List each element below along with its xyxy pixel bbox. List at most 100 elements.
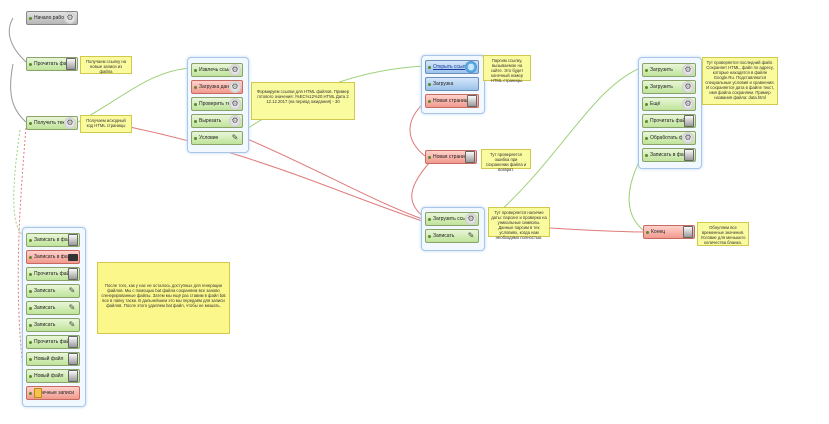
error-node[interactable]: Новая страница (425, 150, 477, 164)
node-label: Записать (433, 233, 455, 239)
mid-node[interactable]: Проверить текст на дату⚙ (191, 97, 243, 111)
far-right-node[interactable]: Загрузить⚙ (642, 80, 696, 94)
film-icon (68, 253, 78, 261)
left-node[interactable]: Новый файл (26, 352, 80, 366)
port-dot (194, 69, 197, 72)
node-label: Загрузить (650, 67, 673, 73)
left-node[interactable]: Конечные записи (26, 386, 80, 400)
port-dot (645, 103, 648, 106)
note-left: После того, как у нас не осталось доступ… (97, 262, 230, 334)
right-node[interactable]: Открыть ссылку в браузере◍ (425, 60, 479, 74)
left-node[interactable]: Прочитать файл (26, 267, 80, 281)
left-node[interactable]: Новый файл (26, 369, 80, 383)
note-icon (34, 388, 42, 398)
pen-icon: ✎ (68, 303, 76, 312)
pen-icon: ✎ (68, 286, 76, 295)
left-node[interactable]: Прочитать файл (26, 335, 80, 349)
note-final: Обнуляем все временные значения. Условие… (697, 222, 749, 246)
port-dot (645, 154, 648, 157)
node-label: Загрузить ссылку (433, 216, 465, 222)
note-file-read: Получаем ссылку на новые записи из файла (80, 56, 132, 74)
note-mid: Формируем ссылки для HTML файлов. Пример… (251, 82, 355, 120)
port-dot (428, 235, 431, 238)
node-label: Новая страница (433, 98, 467, 104)
mid-node[interactable]: Извлечь ссылки⚙ (191, 63, 243, 77)
disk-icon (68, 268, 78, 280)
node-label: Записать (34, 288, 56, 294)
disk-icon (465, 151, 475, 163)
pen-icon: ✎ (68, 320, 76, 329)
gear-icon: ⚙ (682, 64, 694, 76)
far-right-node[interactable]: Загрузить ⚙ (642, 63, 696, 77)
left-node[interactable]: Записать в файл (26, 250, 80, 264)
port-dot (194, 103, 197, 106)
far-right-node[interactable]: Прочитать файл (642, 114, 696, 128)
far-right-node[interactable]: Ещё⚙ (642, 97, 696, 111)
link-page-red (17, 127, 27, 391)
node-label: Прочитать файл (34, 271, 68, 277)
link-bottom-to-farright (487, 67, 641, 223)
left-node[interactable]: Записать✎ (26, 318, 80, 332)
left-node[interactable]: Записать ✎ (26, 284, 80, 298)
port-dot (428, 83, 431, 86)
port-dot (645, 86, 648, 89)
port-dot (29, 63, 32, 66)
right-node[interactable]: Загрузка (425, 77, 479, 91)
port-dot (428, 156, 431, 159)
node-label: Загрузить (650, 84, 673, 90)
port-dot (645, 137, 648, 140)
disk-icon (467, 95, 477, 107)
error-label: Новая страница (433, 154, 465, 160)
bottom-mid-node[interactable]: Записать✎ (425, 229, 479, 243)
link-error-to-bottom (411, 161, 431, 219)
get-page-node[interactable]: Получить текст страницы ⚙ (26, 116, 78, 130)
port-dot (194, 86, 197, 89)
port-dot (646, 231, 649, 234)
node-label: Загрузка данных (199, 84, 229, 90)
start-label: Начало работы (34, 15, 64, 21)
disk-icon (68, 370, 78, 382)
node-label: Записать в файл (650, 152, 684, 158)
port-dot (29, 358, 32, 361)
far-right-node[interactable]: Обработать файл⚙ (642, 131, 696, 145)
disk-icon (684, 115, 694, 127)
bottom-mid-node[interactable]: Загрузить ссылку⚙ (425, 212, 479, 226)
left-node[interactable]: Записать✎ (26, 301, 80, 315)
gear-icon: ⚙ (229, 81, 241, 93)
left-node[interactable]: Записать в файл (26, 233, 80, 247)
port-dot (645, 120, 648, 123)
port-dot (29, 256, 32, 259)
mid-node[interactable]: Вырезать⚙ (191, 114, 243, 128)
disk-icon (683, 226, 693, 238)
node-label: Новый файл (34, 356, 64, 362)
port-dot (29, 307, 32, 310)
node-label: Открыть ссылку в браузере (433, 64, 465, 70)
node-label: Прочитать файл (650, 118, 684, 124)
port-dot (428, 218, 431, 221)
link-red-long (109, 122, 426, 223)
file-read-node[interactable]: Прочитать файл (26, 57, 78, 71)
far-right-node[interactable]: Записать в файл (642, 148, 696, 162)
node-label: Обработать файл (650, 135, 682, 141)
port-dot (428, 66, 431, 69)
note-far-right: Тут проверяется последний файл. Сохраняе… (702, 57, 778, 105)
disk-icon (68, 336, 78, 348)
right-node[interactable]: Новая страница (425, 94, 479, 108)
gear-icon: ⚙ (229, 98, 241, 110)
final-node[interactable]: Конец (643, 225, 695, 239)
node-label: Проверить текст на дату (199, 101, 229, 107)
node-label: Условие (199, 135, 219, 141)
mid-node[interactable]: Загрузка данных⚙ (191, 80, 243, 94)
note-get-page: Получаем исходный код HTML страницы (80, 115, 132, 133)
disk-icon (68, 353, 78, 365)
file-read-label: Прочитать файл (34, 61, 66, 67)
node-label: Новый файл (34, 373, 64, 379)
start-node[interactable]: Начало работы ⚙ (26, 11, 78, 25)
node-label: Конечные записи (34, 390, 75, 396)
port-dot (29, 290, 32, 293)
gear-icon: ⚙ (465, 213, 477, 225)
mid-node[interactable]: Условие✎ (191, 131, 243, 145)
gear-icon: ⚙ (682, 132, 694, 144)
node-label: Загрузка (433, 81, 454, 87)
link-start-to-file (8, 17, 27, 63)
